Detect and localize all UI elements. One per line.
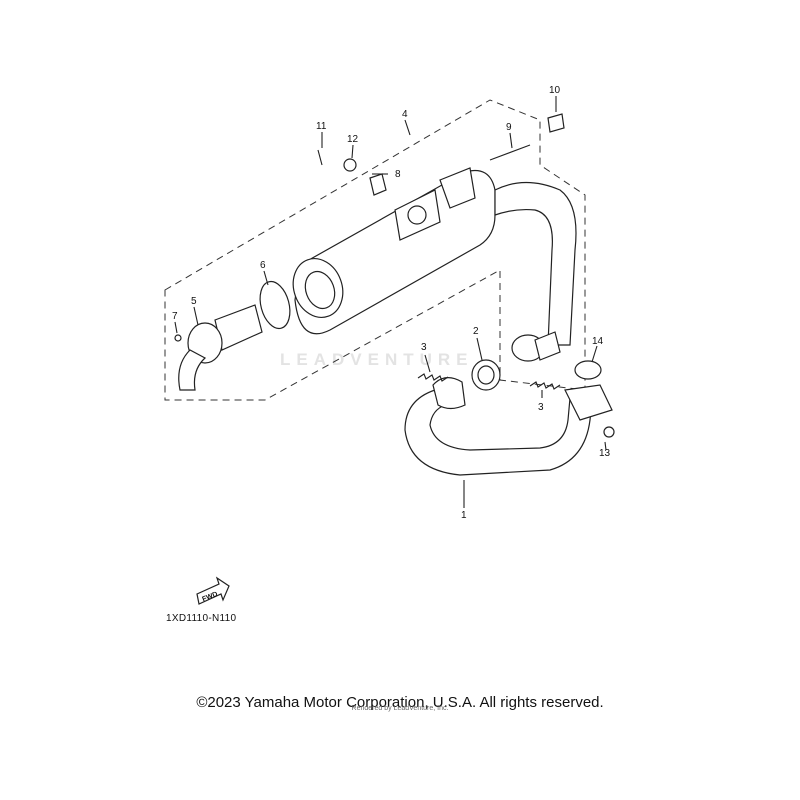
leadventure-watermark: LEADVENTURE [280, 350, 474, 369]
callout-3b: 3 [538, 402, 544, 413]
damper[interactable] [369, 173, 387, 196]
callout-2: 2 [473, 326, 479, 337]
callout-12: 12 [347, 134, 359, 145]
spring-right[interactable] [529, 381, 561, 390]
leader-lines [174, 96, 607, 508]
screen-gasket[interactable] [255, 278, 294, 332]
callout-6: 6 [260, 260, 266, 271]
bracket-10[interactable] [547, 113, 565, 133]
gasket-14[interactable] [574, 360, 602, 380]
spark-arrester[interactable] [178, 304, 263, 391]
diagram-code: 1XD1110-N110 [166, 613, 237, 624]
callout-3a: 3 [421, 342, 427, 353]
copyright-notice: ©2023 Yamaha Motor Corporation, U.S.A. A… [196, 694, 604, 711]
callout-1: 1 [461, 510, 467, 521]
joint-gasket[interactable] [471, 359, 501, 391]
callout-11: 11 [316, 121, 327, 132]
pipe-connector[interactable] [511, 331, 561, 362]
callout-14: 14 [592, 336, 604, 347]
callout-4: 4 [402, 109, 408, 120]
collar-12[interactable] [343, 158, 357, 172]
callout-7: 7 [172, 311, 178, 322]
callout-10: 10 [549, 85, 561, 96]
spring-left[interactable] [417, 373, 449, 382]
nut-13[interactable] [603, 426, 615, 438]
muffler-body[interactable] [285, 167, 496, 335]
callout-8: 8 [395, 169, 401, 180]
callout-9: 9 [506, 122, 512, 133]
bolt-11[interactable] [317, 149, 323, 166]
exhaust-flange[interactable] [564, 384, 613, 421]
forward-arrow-icon: FWD [196, 576, 230, 605]
rendered-by-notice: Rendered by LeadVenture, Inc. [351, 705, 449, 712]
callout-13: 13 [599, 448, 611, 459]
callout-5: 5 [191, 296, 197, 307]
bolt-9[interactable] [489, 144, 531, 161]
bolt-7[interactable] [174, 334, 182, 342]
